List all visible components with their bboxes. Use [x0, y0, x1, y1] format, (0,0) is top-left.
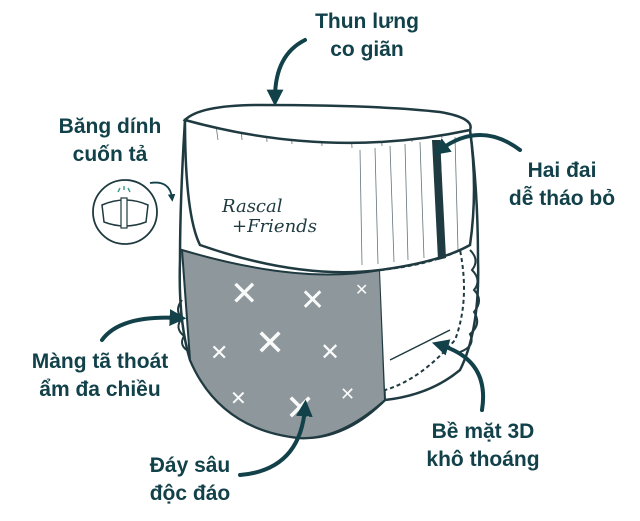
svg-text:✕: ✕: [355, 282, 368, 299]
waist-opening: [182, 103, 472, 145]
svg-text:✕: ✕: [230, 388, 247, 410]
svg-text:✕: ✕: [210, 340, 228, 365]
svg-text:✕: ✕: [285, 387, 315, 428]
arrow-tape: [149, 181, 176, 202]
svg-text:✕: ✕: [230, 275, 259, 313]
svg-text:✕: ✕: [320, 339, 340, 366]
svg-text:✕: ✕: [255, 322, 285, 363]
arrow-surface-3d: [431, 339, 486, 412]
arrow-breathable: [100, 309, 187, 342]
side-tab: [432, 140, 446, 260]
arrow-waistband: [266, 38, 307, 107]
arrow-side-tabs: [433, 133, 522, 156]
svg-text:✕: ✕: [300, 284, 325, 317]
svg-text:✕: ✕: [340, 384, 355, 404]
svg-text:+Friends: +Friends: [232, 216, 317, 237]
gray-print-panel: [180, 248, 387, 440]
brand-logo: Rascal +Friends: [221, 196, 317, 237]
arrow-deep-bottom: [238, 399, 313, 477]
svg-text:Rascal: Rascal: [221, 196, 283, 217]
